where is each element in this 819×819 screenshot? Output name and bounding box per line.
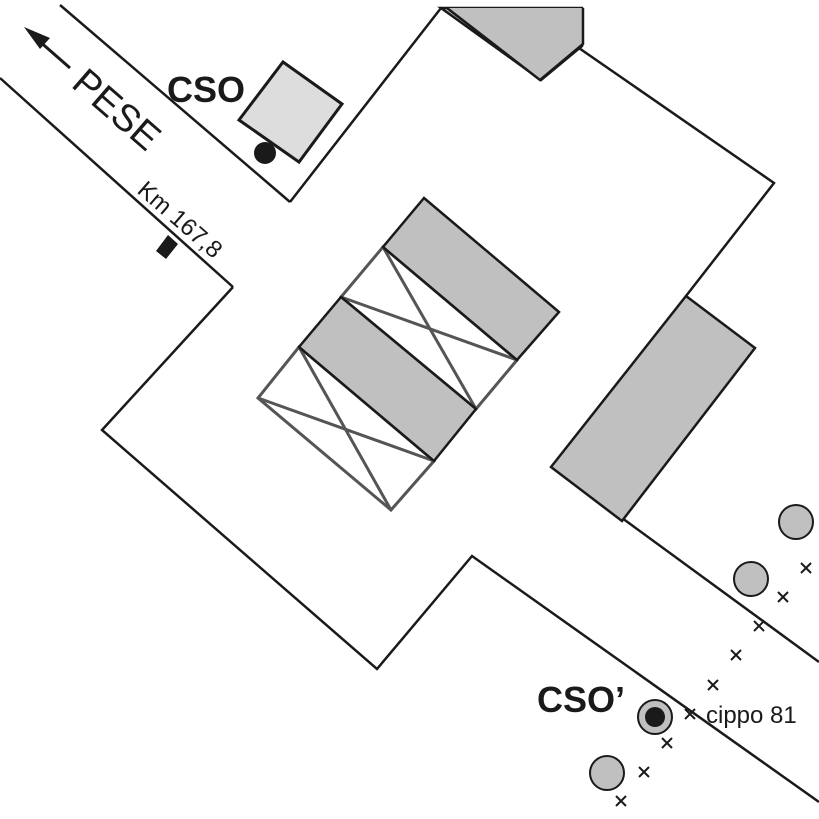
- site-outline-lower: [100, 286, 819, 804]
- cso-label: CSO: [167, 69, 245, 110]
- building-top-fill: [447, 8, 583, 80]
- cso-point-black-dot-icon: [254, 142, 276, 164]
- building-right: [549, 294, 757, 523]
- grey-circle-icon: [733, 561, 769, 597]
- road-edge-upper: [59, 4, 291, 203]
- grey-circle-icon: [778, 504, 814, 540]
- cross-mark-icon: [777, 591, 789, 603]
- central-structure: [255, 196, 561, 513]
- cso-prime-inner-dot: [645, 707, 665, 727]
- x-box-lower-diag-2: [257, 396, 435, 463]
- cippo-label: cippo 81: [706, 702, 797, 729]
- cross-mark-icon: [684, 708, 696, 720]
- km-marker-label: Km 167,8: [132, 176, 227, 264]
- fence-marks: [615, 562, 812, 807]
- road: [0, 4, 291, 288]
- x-box-upper-diag-2: [340, 295, 518, 362]
- building-top-edges: [446, 7, 585, 82]
- cross-mark-icon: [753, 620, 765, 632]
- cross-mark-icon: [661, 737, 673, 749]
- cross-mark-icon: [638, 766, 650, 778]
- cross-mark-icon: [615, 795, 627, 807]
- cso-box: [236, 59, 345, 165]
- arrow-left-icon: [24, 27, 71, 70]
- grey-block-middle: [297, 295, 478, 463]
- road-edge-lower: [0, 77, 234, 288]
- grey-circle-icon: [589, 755, 625, 791]
- cross-mark-icon: [730, 649, 742, 661]
- grey-block-upper: [381, 196, 561, 362]
- cross-mark-icon: [800, 562, 812, 574]
- trees: [589, 504, 814, 791]
- direction-label: PESE: [64, 61, 168, 159]
- cso-prime-label: CSO’: [537, 679, 625, 720]
- cross-mark-icon: [707, 679, 719, 691]
- km-marker-tick: [156, 235, 178, 259]
- boundary-right: [621, 516, 819, 664]
